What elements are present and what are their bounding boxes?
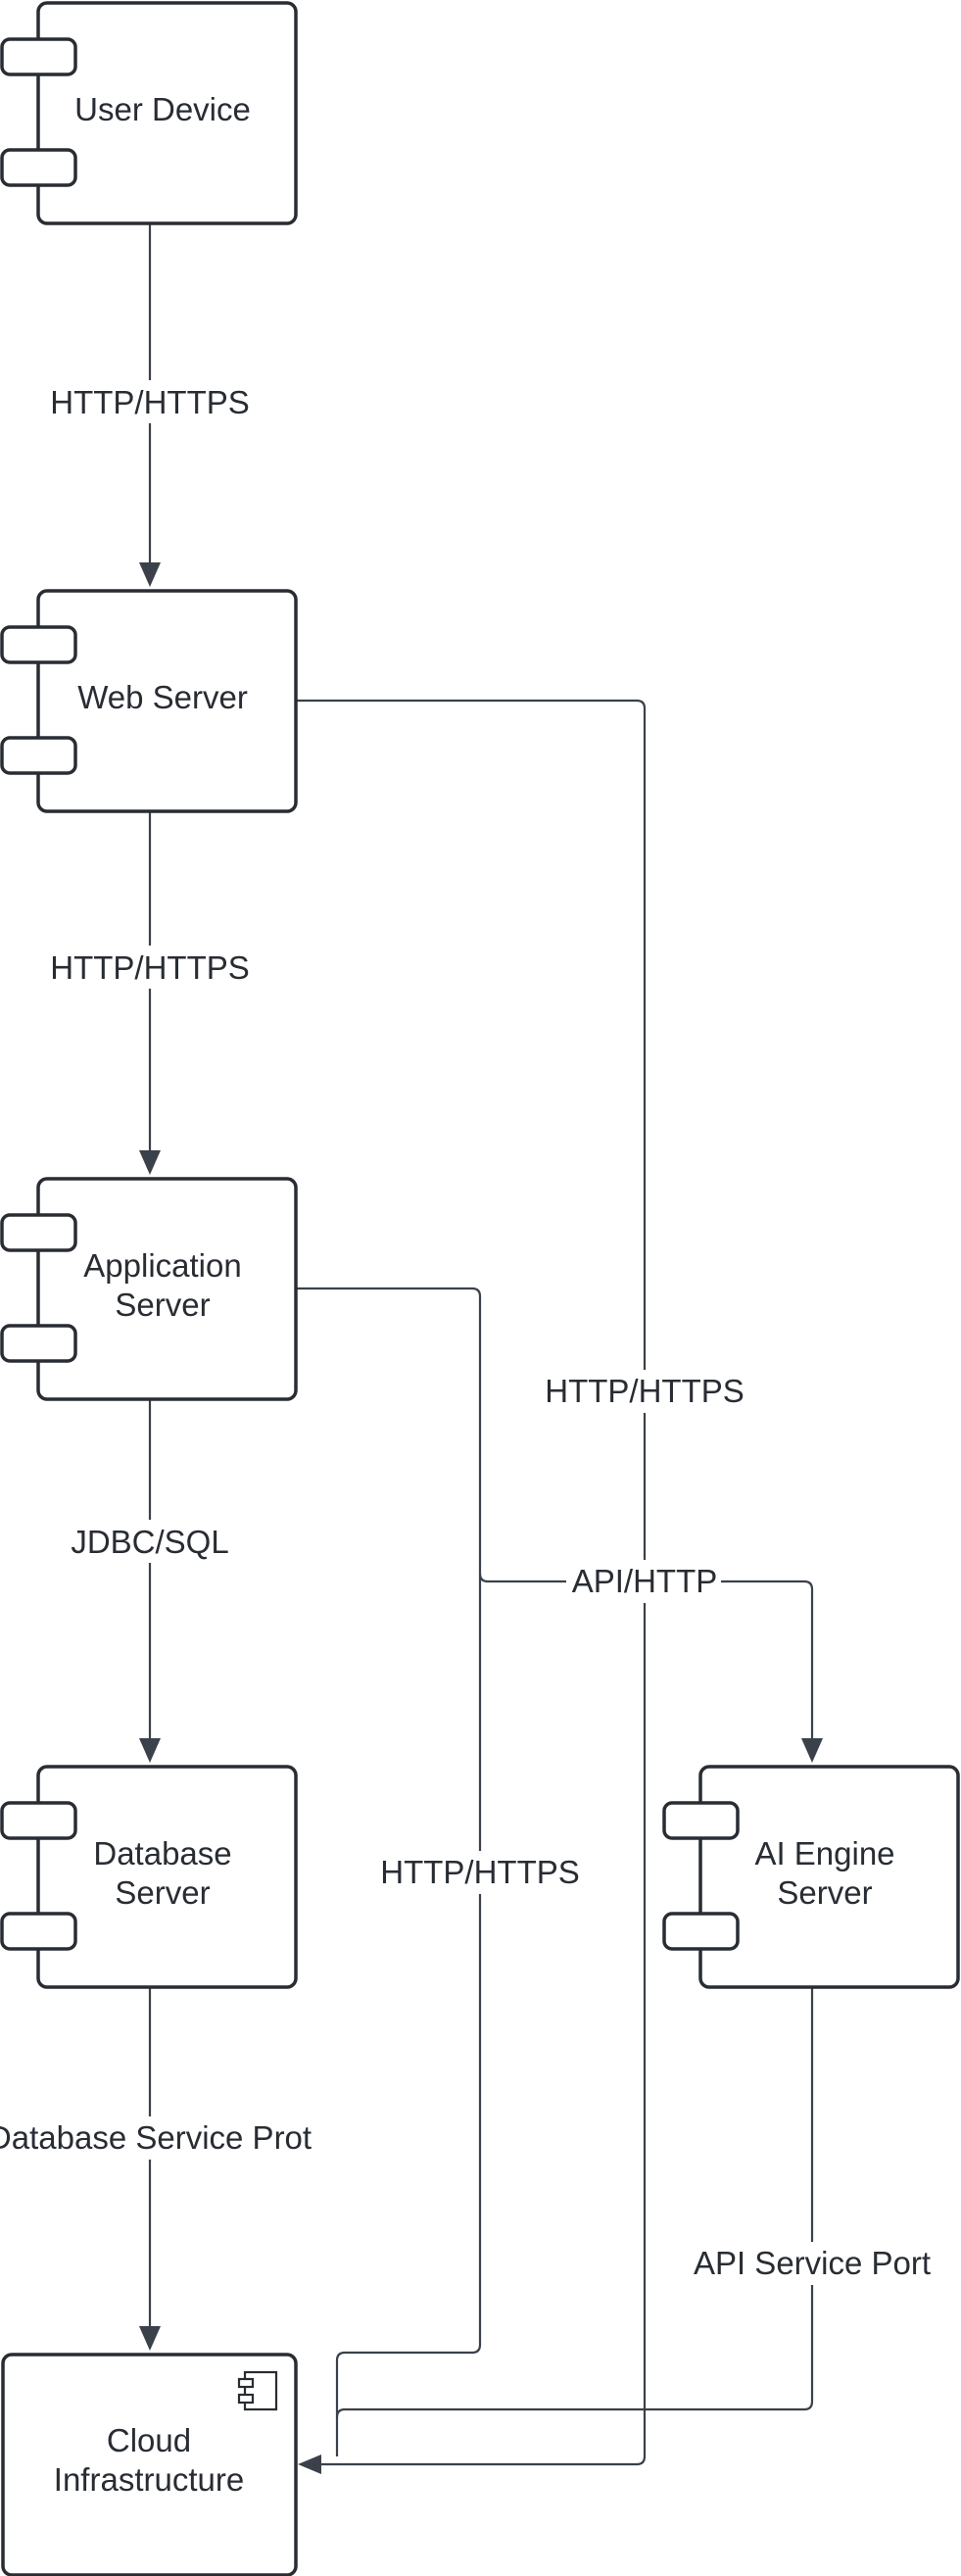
arrowhead-icon: [139, 562, 161, 587]
component-port-bottom: [0, 1324, 77, 1363]
node-label-cloud-infrastructure-line1: Cloud: [107, 2422, 191, 2458]
node-cloud-infrastructure[interactable]: Cloud Infrastructure: [1, 2353, 298, 2576]
uml-component-icon: [237, 2370, 278, 2411]
edge-label-user-to-web: HTTP/HTTPS: [50, 384, 250, 420]
node-database-server[interactable]: Database Server: [0, 1765, 298, 1989]
component-port-bottom: [662, 1912, 740, 1951]
node-user-device[interactable]: User Device: [0, 1, 298, 225]
edge-app-to-ai[interactable]: [296, 1287, 814, 1738]
arrowhead-icon: [139, 2326, 161, 2351]
connectors: [139, 223, 823, 2474]
edge-label-app-to-ai: API/HTTP: [572, 1563, 718, 1599]
edge-label-app-to-db: JDBC/SQL: [71, 1524, 228, 1560]
node-label-ai-engine-server-line2: Server: [777, 1874, 872, 1911]
edge-label-web-to-cloud: HTTP/HTTPS: [545, 1373, 745, 1409]
arrowhead-icon: [298, 2454, 321, 2474]
node-label-database-server-line1: Database: [93, 1835, 231, 1871]
edge-label-db-to-cloud: Database Service Prot: [0, 2119, 312, 2156]
edge-label-app-to-cloud: HTTP/HTTPS: [380, 1854, 580, 1890]
edge-labels: HTTP/HTTPS HTTP/HTTPS JDBC/SQL Database …: [0, 380, 937, 2285]
edge-ai-to-cloud[interactable]: [335, 1987, 814, 2418]
node-label-user-device: User Device: [74, 91, 251, 127]
node-label-ai-engine-server-line1: AI Engine: [754, 1835, 894, 1871]
component-port-top: [0, 1801, 77, 1840]
node-label-web-server: Web Server: [77, 679, 248, 715]
node-label-application-server-line1: Application: [83, 1247, 241, 1284]
arrowhead-icon: [139, 1150, 161, 1175]
component-port-top: [0, 625, 77, 664]
node-application-server[interactable]: Application Server: [0, 1177, 298, 1401]
arrowhead-icon: [801, 1738, 823, 1763]
edge-label-web-to-app: HTTP/HTTPS: [50, 949, 250, 986]
component-port-top: [0, 1213, 77, 1252]
component-port-top: [0, 37, 77, 76]
component-port-top: [662, 1801, 740, 1840]
arrowhead-icon: [139, 1738, 161, 1763]
component-port-bottom: [0, 1912, 77, 1951]
node-web-server[interactable]: Web Server: [0, 589, 298, 813]
component-port-bottom: [0, 148, 77, 187]
node-label-application-server-line2: Server: [115, 1287, 210, 1323]
node-ai-engine-server[interactable]: AI Engine Server: [662, 1765, 960, 1989]
node-label-cloud-infrastructure-line2: Infrastructure: [54, 2461, 244, 2498]
node-label-database-server-line2: Server: [115, 1874, 210, 1911]
component-port-bottom: [0, 736, 77, 775]
edge-label-ai-to-cloud: API Service Port: [694, 2245, 931, 2281]
edge-app-to-cloud[interactable]: [335, 1574, 482, 2456]
